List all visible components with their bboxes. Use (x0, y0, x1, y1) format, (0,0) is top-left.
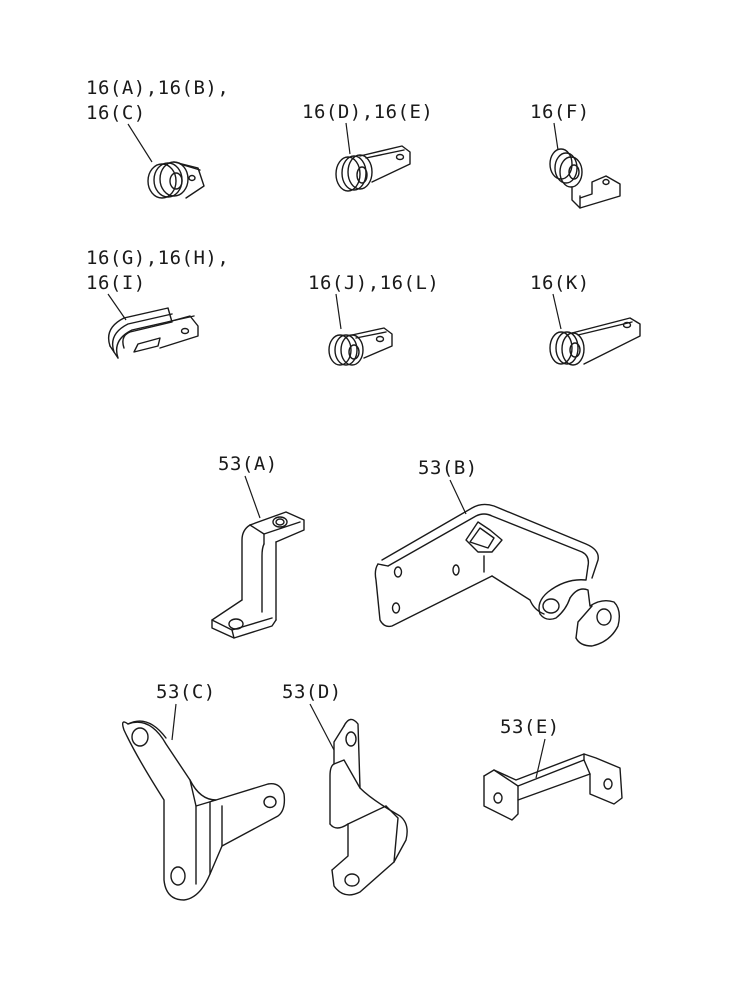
part-53e: 53(E) (483, 716, 623, 821)
callout-53b: 53(B) (418, 457, 478, 479)
clip-16abc-drawing (147, 161, 205, 199)
part-16de: 16(D),16(E) (302, 101, 433, 192)
part-16abc: 16(A),16(B), 16(C) (86, 77, 229, 199)
bracket-53e-drawing (483, 753, 623, 821)
callout-16de: 16(D),16(E) (302, 101, 433, 123)
clip-16jl-drawing (328, 327, 393, 366)
callout-53e: 53(E) (500, 716, 560, 738)
bracket-53c-drawing (121, 720, 286, 901)
callout-16f: 16(F) (530, 101, 590, 123)
callout-16ghi-line2: 16(I) (86, 272, 146, 294)
clip-16f-drawing (549, 148, 621, 209)
callout-16jl: 16(J),16(L) (308, 272, 439, 294)
bracket-53a-drawing (211, 511, 305, 639)
leader-line-16abc (127, 123, 153, 163)
leader-line-16ghi (107, 293, 127, 321)
leader-line-53c (171, 703, 177, 741)
callout-53c: 53(C) (156, 681, 216, 703)
clip-16k-drawing (549, 317, 641, 366)
leader-line-16f (553, 122, 559, 151)
callout-53d: 53(D) (282, 681, 342, 703)
part-16f: 16(F) (530, 101, 621, 209)
leader-line-53d (309, 703, 335, 751)
leader-line-16de (345, 122, 351, 155)
leader-line-16jl (335, 293, 342, 330)
callout-16abc-line2: 16(C) (86, 102, 146, 124)
part-16jl: 16(J),16(L) (308, 272, 439, 366)
leader-line-53b (449, 479, 467, 515)
bracket-53d-drawing (329, 718, 408, 896)
callout-16k: 16(K) (530, 272, 590, 294)
leader-line-53a (244, 475, 261, 519)
part-53b: 53(B) (374, 457, 621, 647)
part-53d: 53(D) (282, 681, 408, 896)
clip-16ghi-drawing (107, 307, 199, 359)
part-16ghi: 16(G),16(H), 16(I) (86, 247, 229, 359)
leader-line-16k (552, 293, 562, 330)
callout-16abc-line1: 16(A),16(B), (86, 77, 229, 99)
bracket-53b-drawing (374, 503, 621, 647)
callout-53a: 53(A) (218, 453, 278, 475)
clip-16de-drawing (335, 145, 411, 192)
callout-16ghi-line1: 16(G),16(H), (86, 247, 229, 269)
part-16k: 16(K) (530, 272, 641, 366)
part-53c: 53(C) (121, 681, 286, 901)
part-53a: 53(A) (211, 453, 305, 639)
